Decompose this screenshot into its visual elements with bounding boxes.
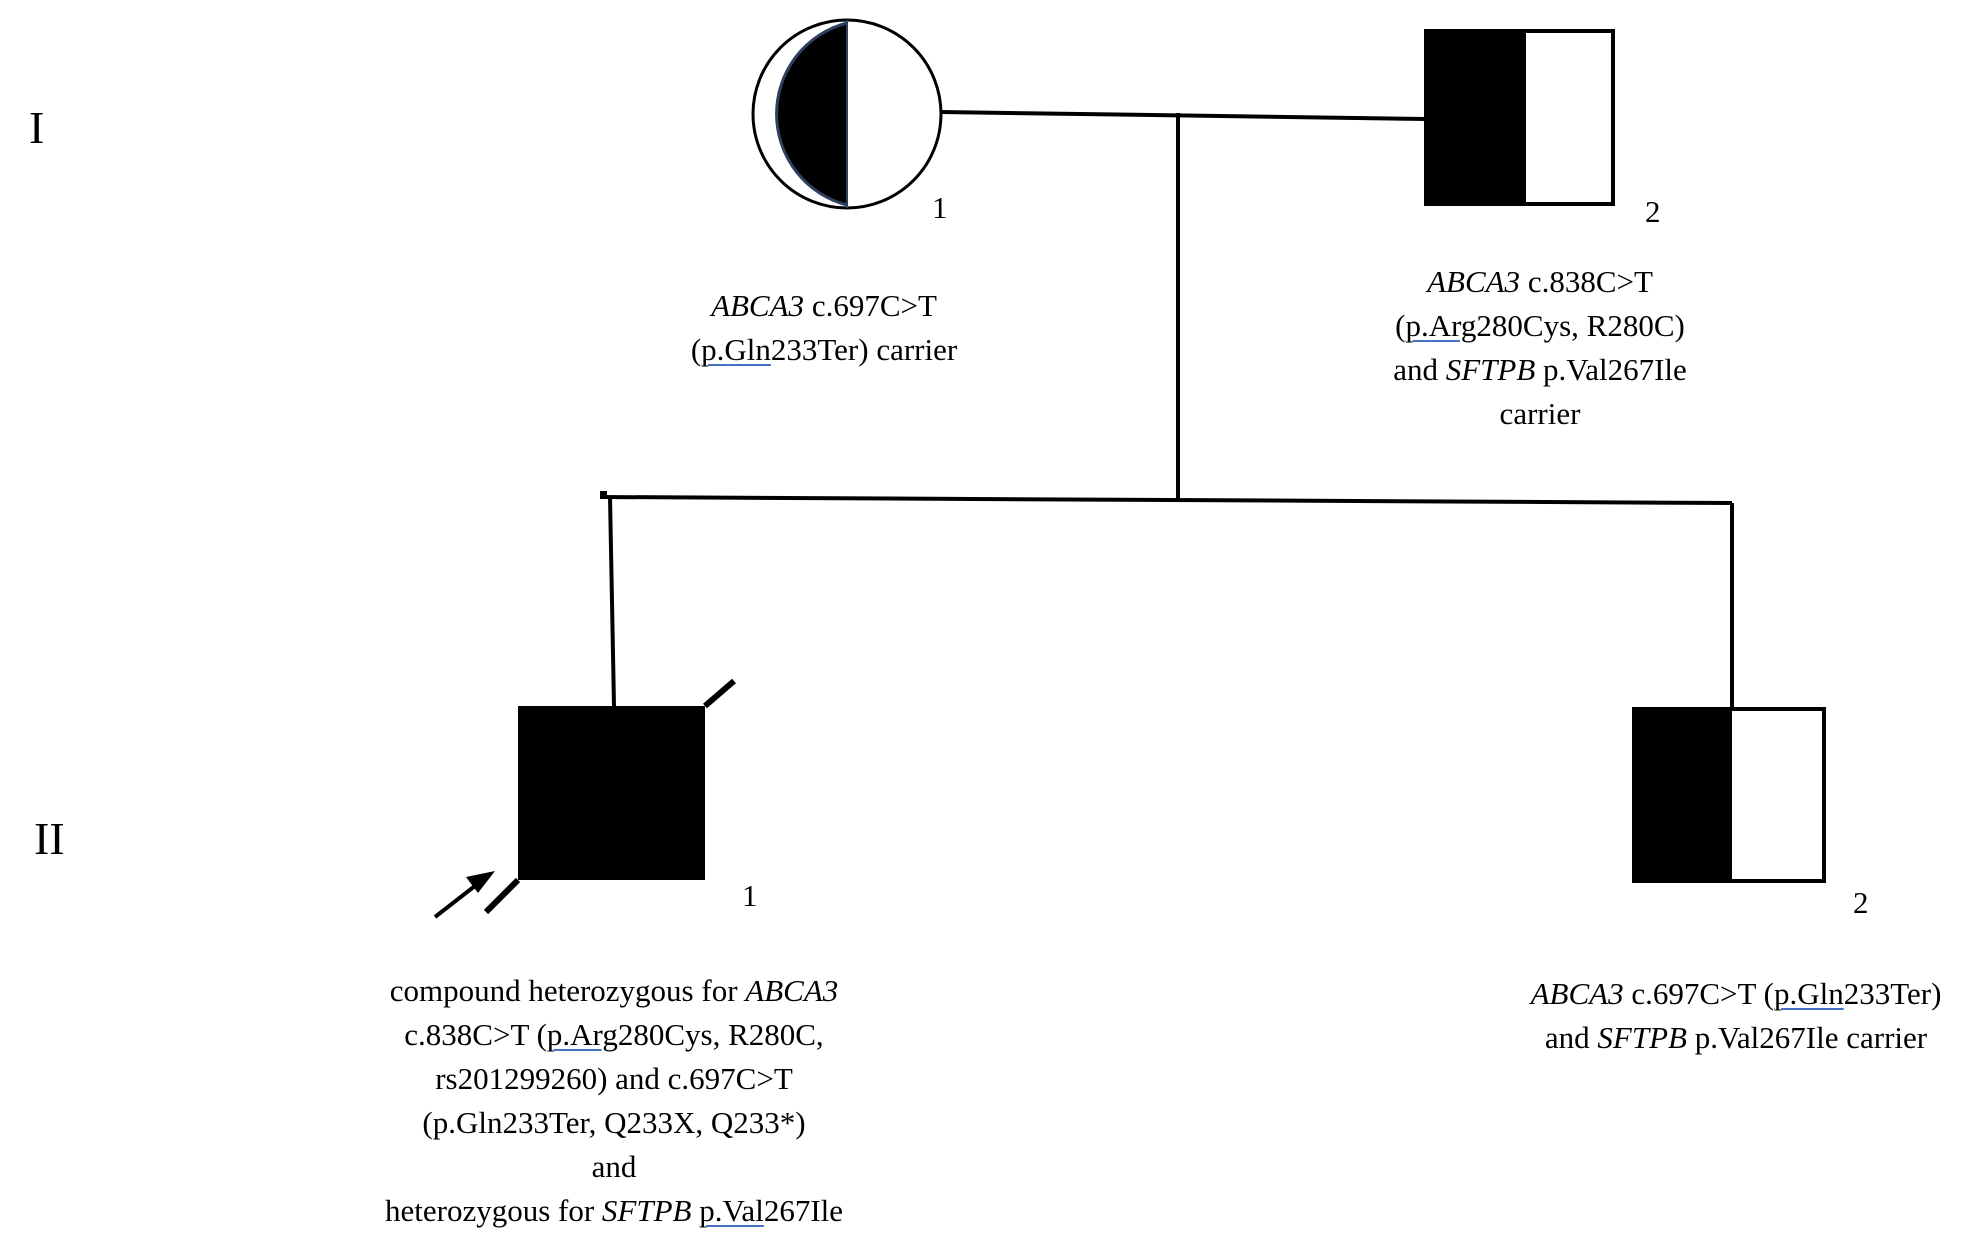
variant-text: rs201299260) and c.697C>T xyxy=(435,1061,793,1096)
sibling-number: 2 xyxy=(1853,885,1869,920)
deceased-slash-upper xyxy=(703,678,736,709)
variant-text: 280Cys, R280C, xyxy=(617,1017,824,1052)
variant-text: p.Val267Ile xyxy=(1535,352,1687,387)
variant-text: c.697C>T ( xyxy=(1623,976,1774,1011)
variant-text: 233Ter) carrier xyxy=(770,332,958,367)
mother-number: 1 xyxy=(932,190,948,225)
mother-affected-half xyxy=(776,23,847,205)
mother-symbol xyxy=(751,18,943,210)
underlined-term: p.Gln xyxy=(701,332,771,367)
underlined-term: p.Arg xyxy=(546,1017,618,1052)
variant-text: 280Cys, R280C) xyxy=(1476,308,1685,343)
gene-name: ABCA3 xyxy=(745,973,839,1008)
gene-name: SFTPB xyxy=(1597,1020,1687,1055)
father-affected-half xyxy=(1426,31,1526,204)
gene-name: SFTPB xyxy=(1445,352,1536,387)
gene-name: SFTPB xyxy=(601,1193,692,1228)
proband-drop-line xyxy=(608,496,616,707)
paren: ( xyxy=(690,332,702,367)
father-genotype-note: ABCA3 c.838C>T (p.Arg280Cys, R280C) and … xyxy=(1393,260,1687,436)
variant-text: (p.Gln233Ter, Q233X, Q233*) xyxy=(422,1105,806,1140)
conjunction: and xyxy=(591,1149,637,1184)
proband-arrow-head xyxy=(466,871,495,893)
mother-genotype-note: ABCA3 c.697C>T (p.Gln233Ter) carrier xyxy=(691,284,957,372)
proband-number: 1 xyxy=(742,878,758,913)
underlined-term: p.Val xyxy=(699,1193,764,1228)
variant-text: p.Val267Ile carrier xyxy=(1686,1020,1928,1055)
gene-name: ABCA3 xyxy=(711,288,805,323)
proband-symbol xyxy=(433,678,736,919)
generation-label-i: I xyxy=(29,102,45,153)
proband-arrow-shaft xyxy=(433,880,482,919)
description-text: compound heterozygous for xyxy=(389,973,746,1008)
sibling-outline xyxy=(1632,707,1826,883)
underlined-term: p.Gln xyxy=(1773,976,1844,1011)
generation-label-ii: II xyxy=(34,813,65,864)
proband-square xyxy=(518,706,705,880)
variant-text: c.697C>T xyxy=(804,288,937,323)
gene-name: ABCA3 xyxy=(1427,264,1521,299)
variant-text: c.838C>T ( xyxy=(404,1017,547,1052)
variant-text: 233Ter) xyxy=(1843,976,1942,1011)
sibship-line xyxy=(599,495,1733,505)
sibling-genotype-note: ABCA3 c.697C>T (p.Gln233Ter) and SFTPB p… xyxy=(1531,972,1942,1060)
description-text: heterozygous for xyxy=(384,1193,602,1228)
conjunction: and xyxy=(1544,1020,1598,1055)
variant-text: c.838C>T xyxy=(1520,264,1653,299)
variant-text: 267Ile xyxy=(763,1193,844,1228)
father-number: 2 xyxy=(1645,194,1661,229)
father-symbol xyxy=(1424,29,1615,206)
mating-line xyxy=(940,110,1427,121)
underlined-term: p.Arg xyxy=(1405,308,1477,343)
sibling-symbol xyxy=(1632,707,1826,883)
deceased-slash-lower xyxy=(483,877,521,915)
paren: ( xyxy=(1395,308,1406,343)
proband-genotype-note: compound heterozygous for ABCA3 c.838C>T… xyxy=(385,969,843,1233)
conjunction: and xyxy=(1393,352,1446,387)
gene-name: ABCA3 xyxy=(1530,976,1624,1011)
carrier-text: carrier xyxy=(1499,396,1581,431)
sibling-affected-half xyxy=(1634,710,1732,881)
